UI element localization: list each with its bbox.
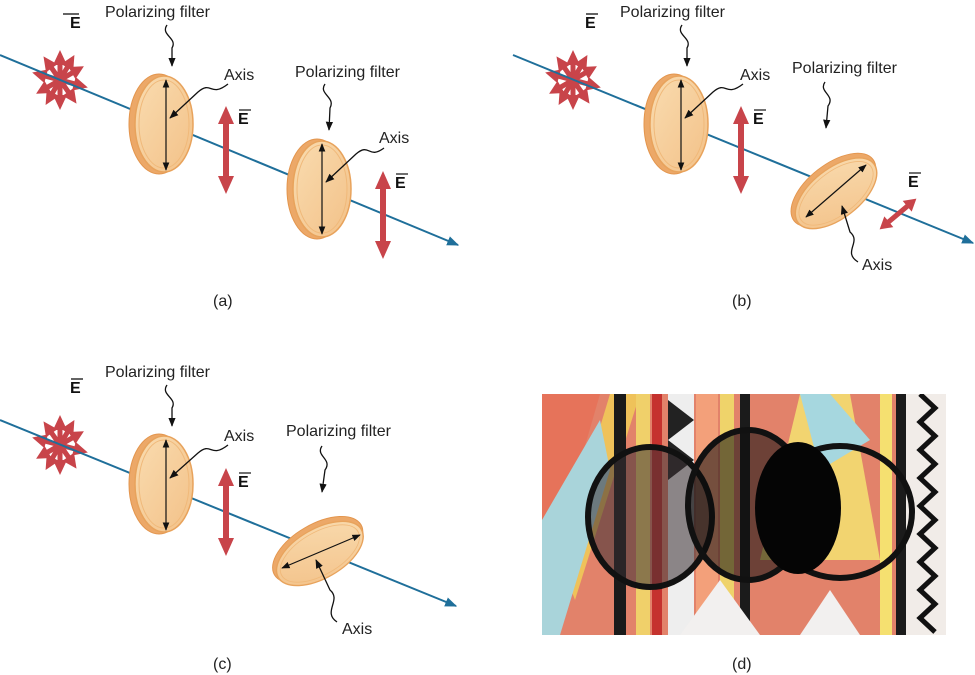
filter-label: Polarizing filter [295, 64, 401, 81]
filter-label: Polarizing filter [620, 4, 726, 21]
axis-label: Axis [224, 428, 254, 445]
pointer-arrow [164, 24, 176, 67]
pointer-arrow [319, 445, 328, 493]
panel-caption: (d) [732, 656, 752, 673]
pointer-arrow [322, 83, 334, 131]
filter-axis [281, 534, 361, 569]
filter-label: Polarizing filter [286, 423, 392, 440]
field-label: E [238, 111, 249, 128]
pointer-arrow [325, 147, 385, 183]
filter-label: Polarizing filter [792, 60, 898, 77]
vertical-field-arrow [375, 171, 391, 259]
crossed-filter-overlap [755, 442, 841, 574]
filter-axis [805, 164, 867, 218]
diagonal-field-arrow [875, 193, 921, 235]
axis-label: Axis [740, 67, 770, 84]
pointer-arrow [169, 444, 229, 479]
axis-label: Axis [224, 67, 254, 84]
pointer-arrow [684, 83, 744, 119]
pointer-arrow [840, 205, 859, 263]
polarizing-filter-2-tilted [777, 138, 892, 245]
pointer-arrow [679, 24, 691, 67]
panel-a: E Polarizing filter Axis E Polarizing fi… [0, 4, 460, 310]
panel-b: E Polarizing filter Axis E Polarizing fi… [512, 4, 975, 310]
panel-caption: (b) [732, 293, 752, 310]
vertical-field-arrow [218, 468, 234, 556]
polarizing-filter-1 [643, 73, 709, 175]
panel-d-photo: (d) [542, 394, 946, 673]
field-label: E [70, 380, 81, 397]
filter-label: Polarizing filter [105, 4, 211, 21]
field-label: E [753, 111, 764, 128]
axis-label: Axis [342, 621, 372, 638]
panel-caption: (a) [213, 293, 233, 310]
polarizing-filter-1 [128, 73, 194, 175]
panel-caption: (c) [213, 656, 232, 673]
field-label: E [238, 474, 249, 491]
pointer-arrow [315, 559, 338, 623]
axis-label: Axis [379, 130, 409, 147]
pointer-arrow [822, 81, 831, 129]
polarizing-filter-1 [128, 433, 194, 535]
field-label: E [585, 15, 596, 32]
pointer-arrow [169, 83, 229, 119]
panel-c: E Polarizing filter Axis E Polarizing fi… [0, 364, 458, 673]
field-label: E [70, 15, 81, 32]
axis-label: Axis [862, 257, 892, 274]
polarizing-filter-2-rotated [260, 501, 377, 601]
field-label: E [908, 174, 919, 191]
filter-label: Polarizing filter [105, 364, 211, 381]
polarizing-filter-2 [286, 138, 352, 240]
pointer-arrow [164, 384, 176, 427]
field-label: E [395, 175, 406, 192]
